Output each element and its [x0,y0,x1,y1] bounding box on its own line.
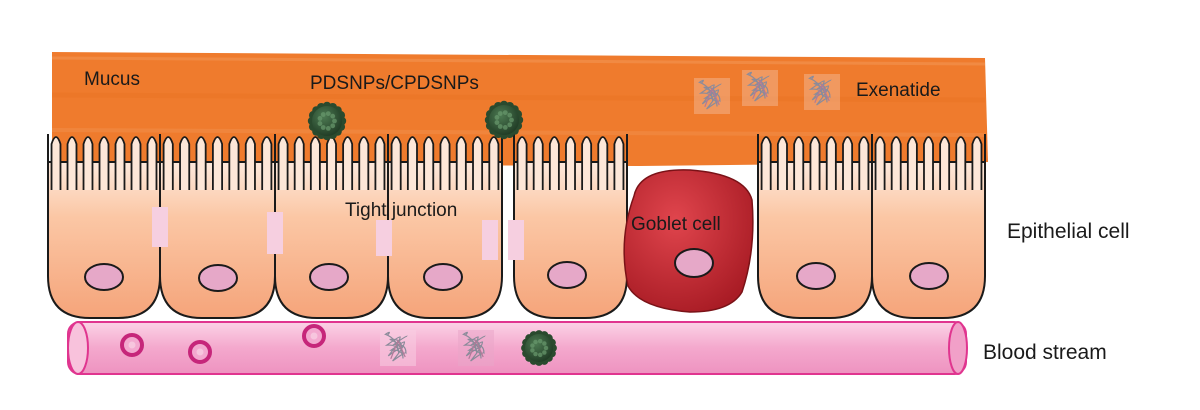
exenatide-in-blood [380,330,494,366]
mucus-label: Mucus [84,69,140,90]
cell-nucleus [84,263,124,291]
epithelial-cell-label: Epithelial cell [1007,220,1130,243]
blood-vessel [67,321,968,375]
nanoparticles-label: PDSNPs/CPDSNPs [310,73,479,94]
exenatide-label: Exenatide [856,80,941,101]
cell-nucleus [796,262,836,290]
goblet-cell [623,169,754,313]
goblet-nucleus [674,248,714,278]
epithelial-cell [513,134,628,319]
exenatide-molecule [742,70,778,106]
cell-nucleus [909,262,949,290]
blood-stream-label: Blood stream [983,341,1107,364]
nanoparticles [307,100,524,141]
cell-nucleus [198,264,238,292]
goblet-cell-label: Goblet cell [631,214,721,235]
tight-junctions [152,207,524,260]
cell-nucleus [547,261,587,289]
red-blood-cell [302,324,326,348]
red-blood-cell [120,333,144,357]
tight-junction-label: Tight junction [345,200,458,221]
exenatide-molecule [380,330,416,366]
exenatide-molecule [458,330,494,366]
epithelial-cell [871,134,986,319]
nanoparticle-in-blood [521,330,557,366]
epithelial-cell [757,134,873,319]
nanoparticle [307,101,347,141]
epithelial-cell [159,134,276,319]
exenatide-molecules [694,70,840,114]
epithelial-cell [47,134,161,319]
cell-nucleus [423,263,463,291]
red-blood-cell [188,340,212,364]
nanoparticle [484,100,524,140]
epithelial-cell [274,134,389,319]
exenatide-molecule [694,78,730,114]
epithelial-cells [47,134,986,319]
exenatide-molecule [804,74,840,110]
cell-nucleus [309,263,349,291]
epithelial-cell [387,134,503,319]
nanoparticle [521,330,557,366]
